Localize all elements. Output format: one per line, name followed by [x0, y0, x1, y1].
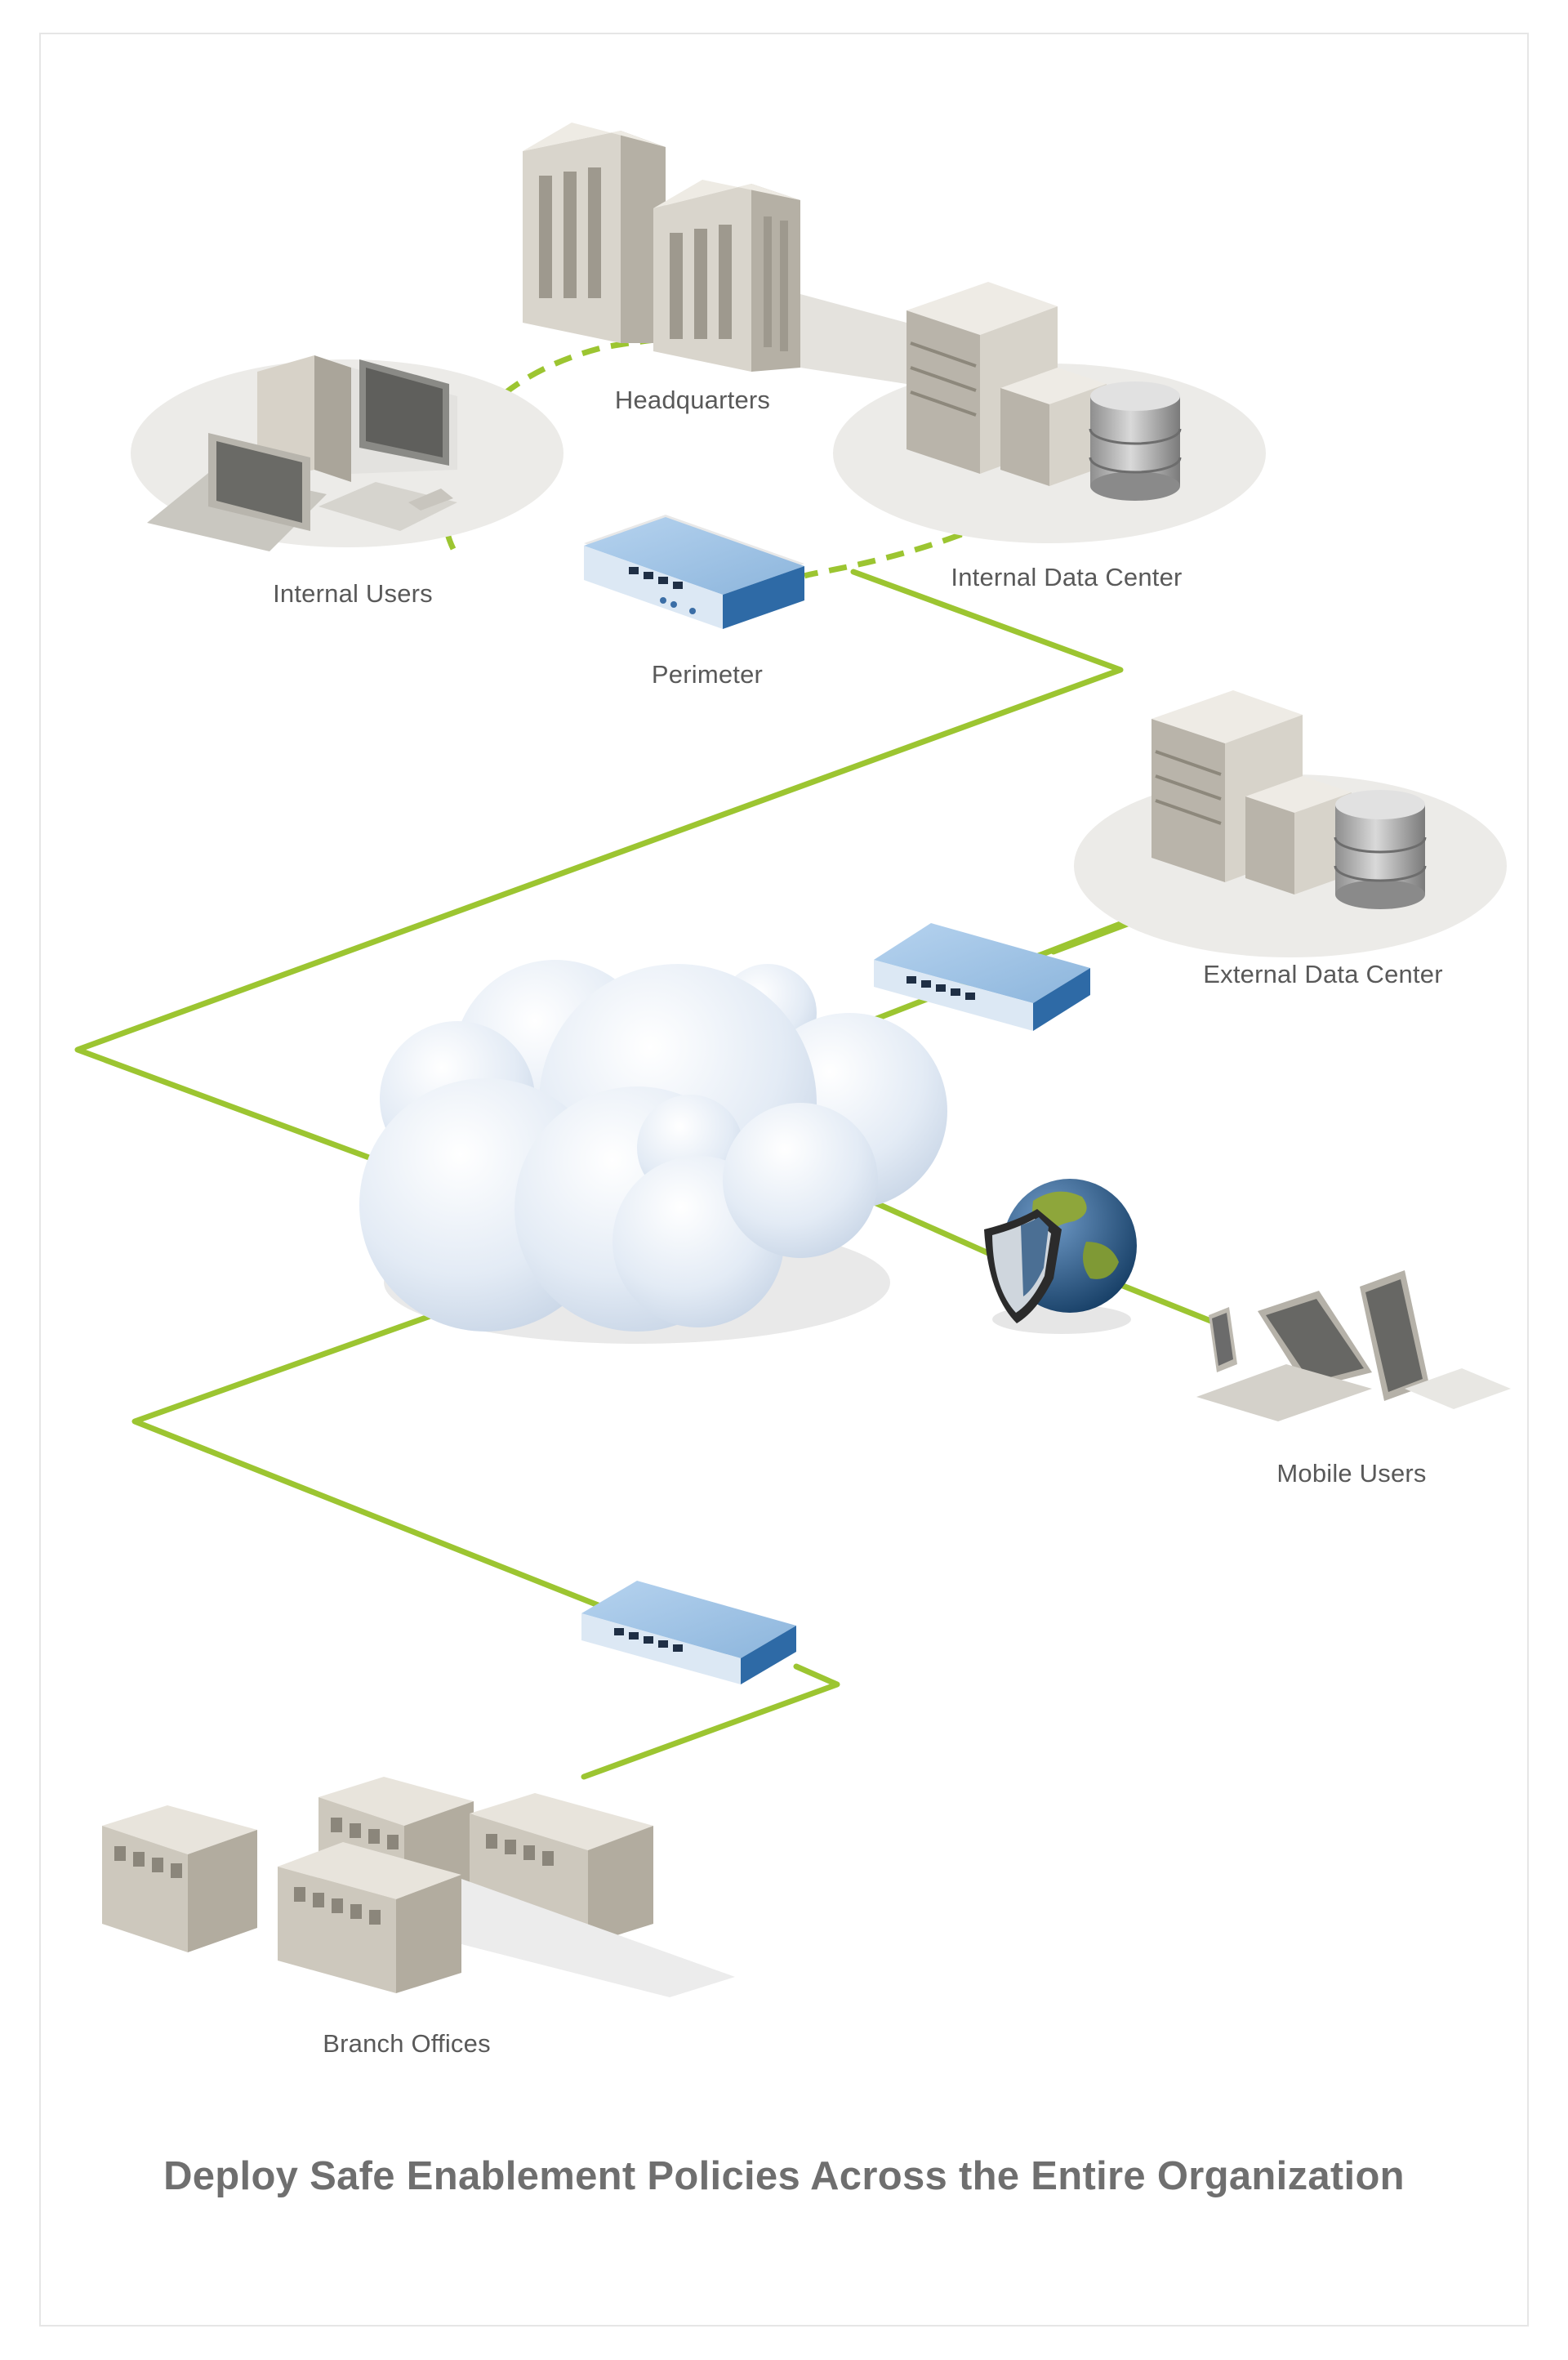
desktop-computer-icon — [147, 355, 457, 551]
external-firewall-icon — [874, 923, 1090, 1031]
branch-office-buildings-icon — [102, 1777, 735, 1997]
external-server-rack-icon — [1152, 690, 1427, 909]
diagram-frame — [39, 33, 1529, 2327]
perimeter-firewall-icon — [584, 515, 804, 629]
branch-offices-label: Branch Offices — [323, 2029, 491, 2058]
link-cloud-to-branch-firewall — [131, 1292, 612, 1613]
internet-cloud-icon — [359, 960, 947, 1344]
headquarters-label: Headquarters — [614, 386, 771, 414]
link-perimeter-to-cloud — [74, 569, 1124, 1163]
link-cloud-to-globe — [858, 1193, 1012, 1265]
mobile-users-label: Mobile Users — [1276, 1459, 1427, 1488]
hq-ring-dashed-link — [441, 332, 968, 579]
shield-icon — [984, 1209, 1062, 1323]
link-branch-firewall-to-offices — [581, 1663, 840, 1780]
diagram-caption: Deploy Safe Enablement Policies Across t… — [163, 2154, 1405, 2198]
link-globe-to-mobile — [1111, 1279, 1220, 1327]
branch-firewall-icon — [581, 1581, 796, 1684]
perimeter-label: Perimeter — [651, 660, 764, 689]
mobile-devices-icon — [1196, 1270, 1511, 1421]
internal-users-label: Internal Users — [273, 579, 433, 608]
headquarters-towers-icon — [523, 123, 906, 384]
internal-server-rack-icon — [906, 282, 1182, 501]
internal-data-center-label: Internal Data Center — [951, 563, 1183, 591]
external-data-center-label: External Data Center — [1203, 960, 1443, 988]
